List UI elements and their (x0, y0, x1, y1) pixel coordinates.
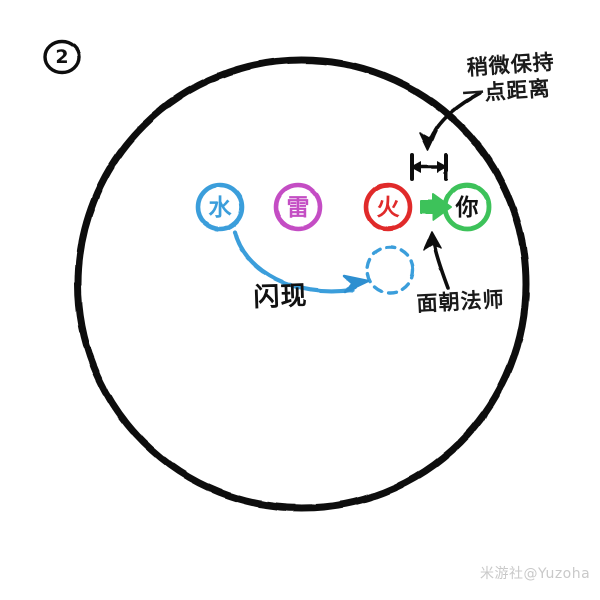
flash-destination-marker (365, 245, 415, 295)
step-badge-ring (43, 39, 81, 75)
annotation-face-the-mage: 面朝法师 (416, 287, 506, 316)
gap-measure (410, 153, 448, 181)
token-water[interactable]: 水 (195, 182, 245, 232)
token-pyro[interactable]: 火 (363, 182, 413, 232)
token-you[interactable]: 你 (442, 182, 492, 232)
token-electro[interactable]: 雷 (273, 182, 323, 232)
watermark: 米游社@Yuzoha (480, 566, 591, 582)
token-you-label: 你 (455, 195, 479, 221)
annotation-flash: 闪现 (252, 281, 308, 313)
flash-path-arrow (232, 229, 370, 294)
player-facing-arrow (420, 193, 452, 221)
keep-distance-pointer-arrow (419, 91, 482, 151)
token-electro-label: 雷 (287, 195, 310, 221)
boss-arena-circle (74, 56, 530, 512)
token-water-label: 水 (209, 195, 233, 221)
face-the-mage-pointer-arrow (423, 231, 450, 290)
annotation-keep-distance-line1: 稍微保持 (466, 49, 556, 80)
token-pyro-label: 火 (377, 195, 400, 221)
step-number-badge: 2 (55, 46, 69, 68)
annotation-keep-distance: 稍微保持 一点距离 (462, 49, 557, 107)
